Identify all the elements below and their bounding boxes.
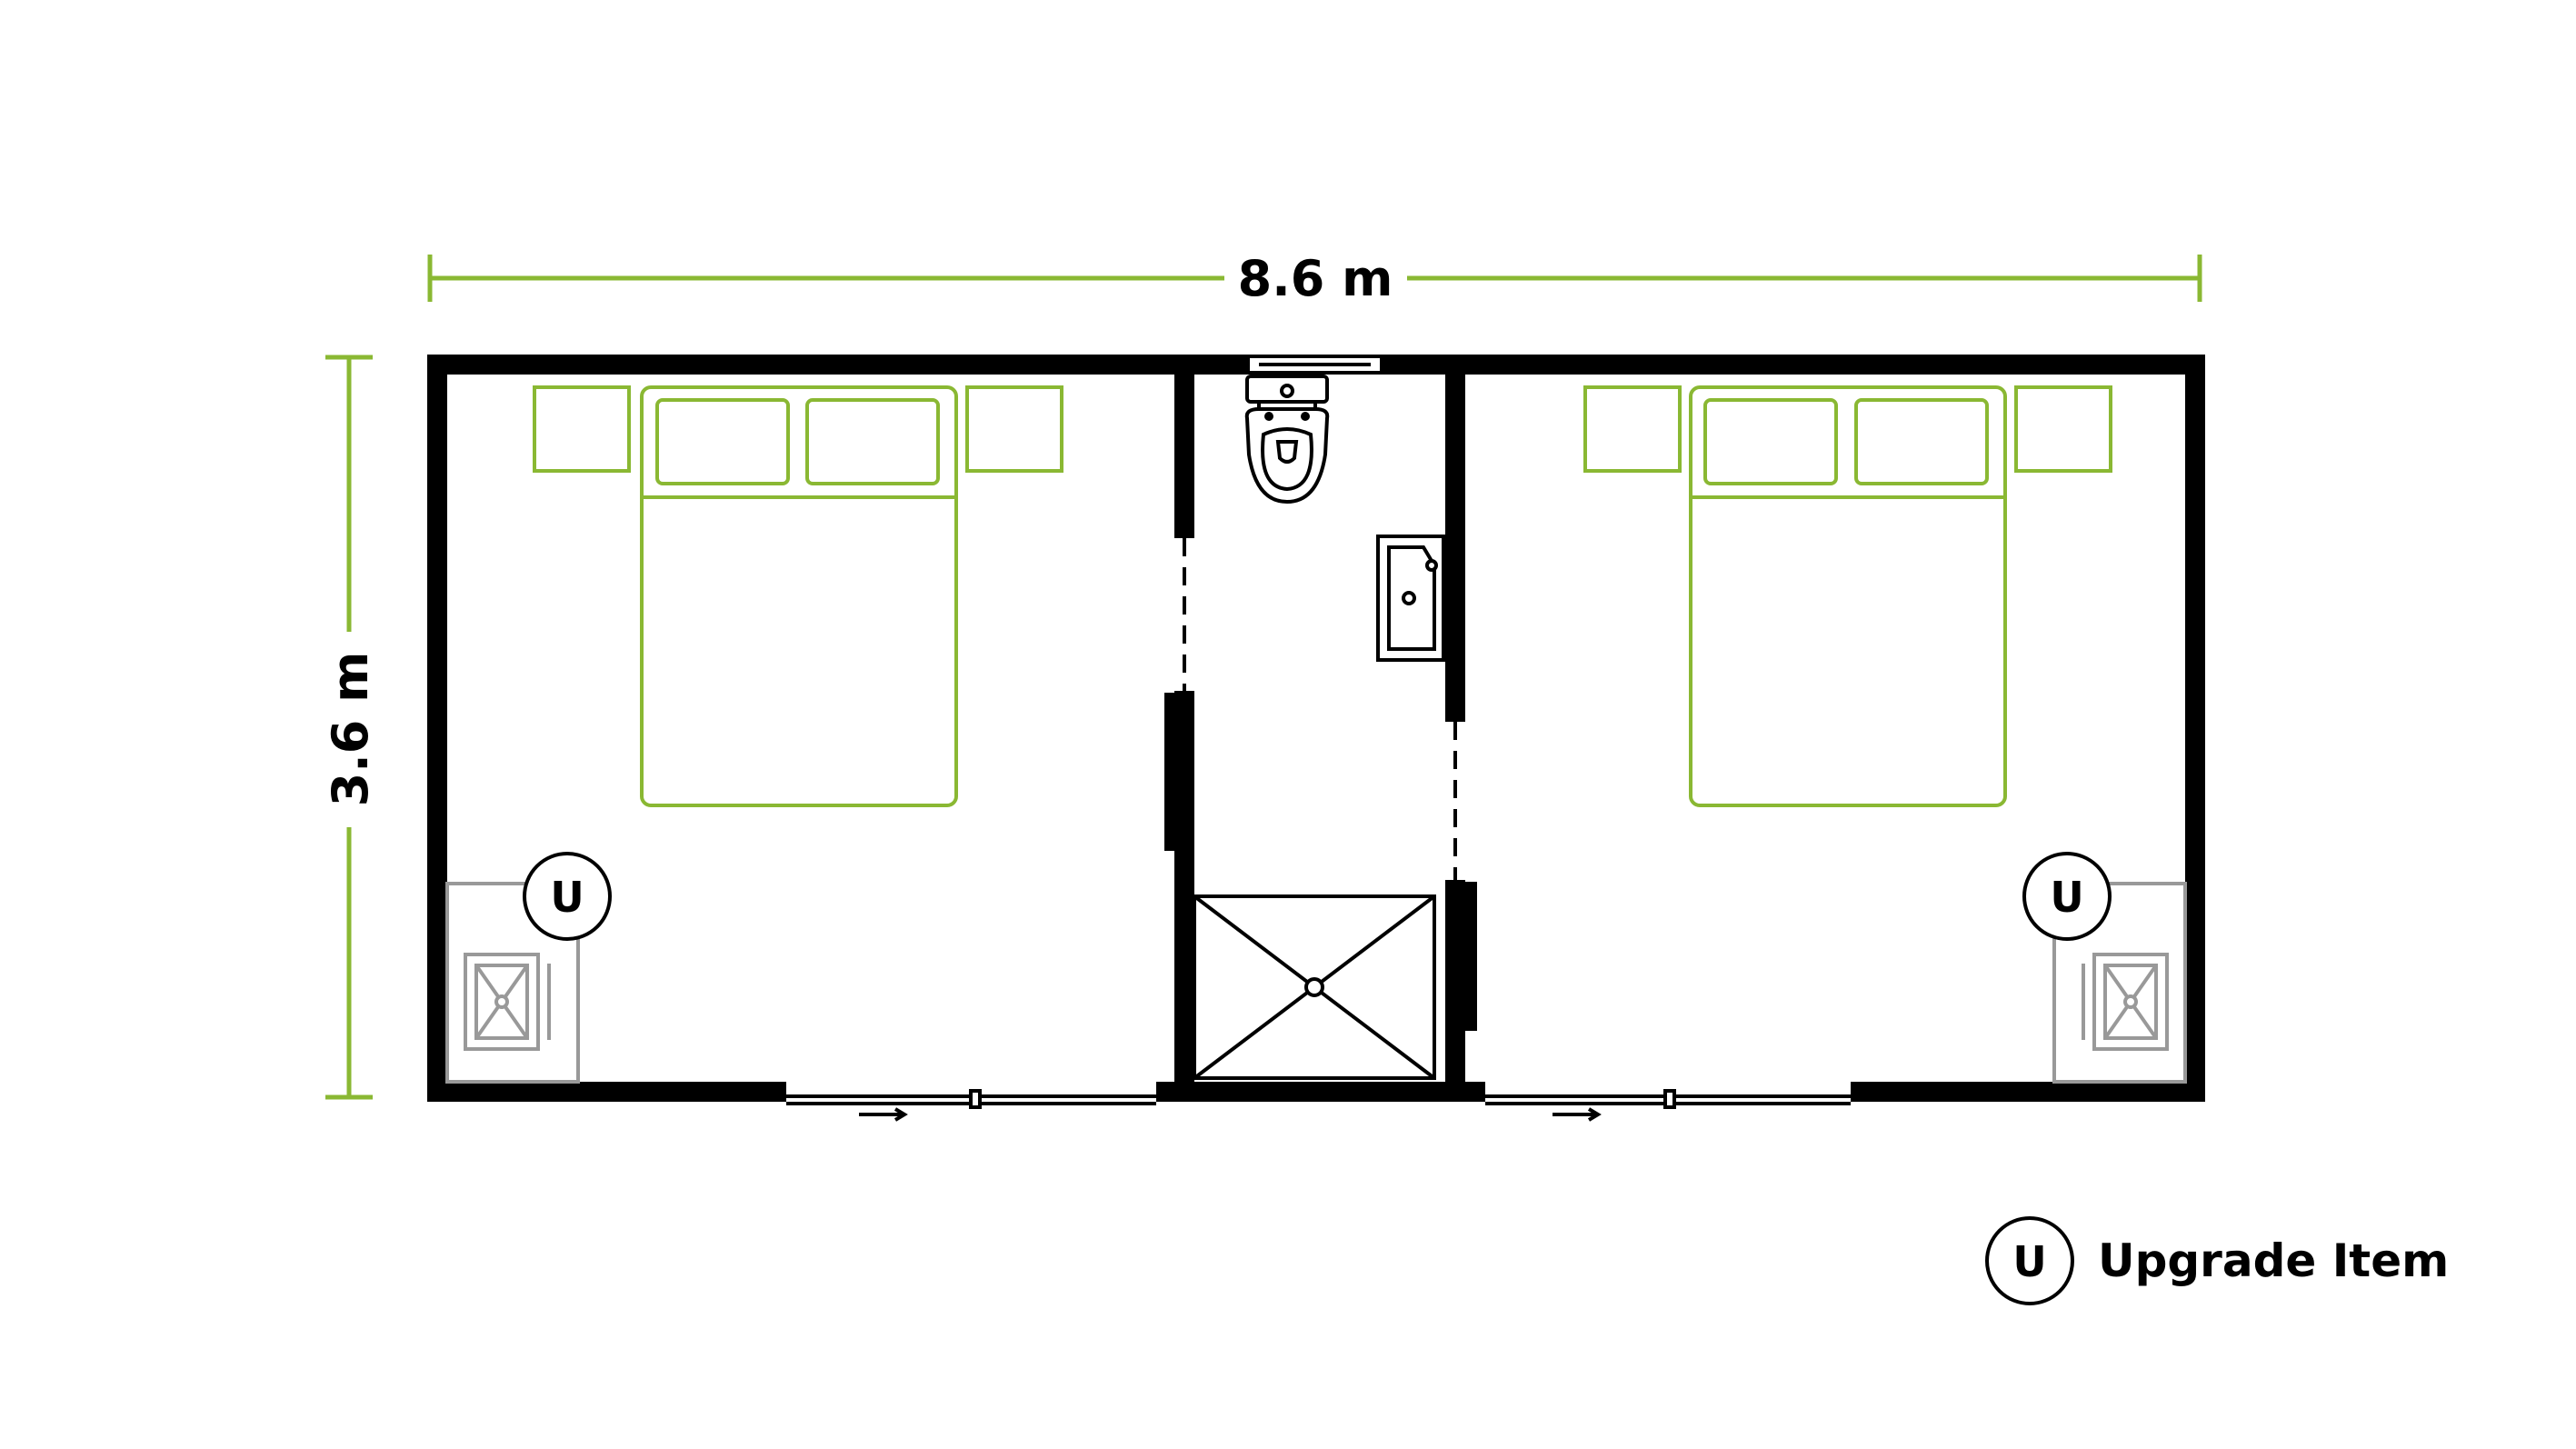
left-wall <box>427 355 447 1102</box>
bed-frame-right <box>1689 385 2007 807</box>
nightstand-left-a <box>533 385 631 473</box>
bath-left-wall-lower <box>1174 691 1194 1082</box>
upgrade-badge-left-letter: U <box>550 873 584 922</box>
bed-left <box>533 385 1063 807</box>
legend-symbol-letter: U <box>2012 1237 2046 1286</box>
upgrade-sink-right <box>2052 882 2187 1084</box>
window <box>1246 355 1383 375</box>
pillow-right-b <box>1854 398 1989 485</box>
door-openings <box>1183 538 1457 880</box>
bath-right-wall-lower <box>1445 880 1465 1082</box>
top-wall-right <box>1382 355 2205 375</box>
width-dimension-label: 8.6 m <box>1238 250 1393 307</box>
walls <box>427 355 2205 1102</box>
width-dimension <box>427 255 2202 302</box>
bath-right-wall-upper <box>1445 375 1465 722</box>
upgrade-badge-left: U <box>523 852 612 941</box>
bed-right <box>1583 385 2112 807</box>
nightstand-right-b <box>2014 385 2112 473</box>
sliding-door-right <box>1485 1089 1851 1122</box>
toilet-icon <box>1244 375 1330 505</box>
legend-symbol <box>1985 1216 2074 1305</box>
height-dimension <box>325 355 373 1100</box>
bath-left-wall-upper <box>1174 375 1194 538</box>
top-wall-left <box>427 355 1248 375</box>
pillow-left-b <box>805 398 940 485</box>
bottom-wall-right <box>1851 1082 2205 1102</box>
pillow-left-a <box>655 398 790 485</box>
sliding-door-left <box>786 1089 1156 1122</box>
bed-frame-left <box>640 385 958 807</box>
partition-doors <box>1164 693 1477 1031</box>
pillow-right-a <box>1703 398 1838 485</box>
upgrade-badge-right: U <box>2022 852 2112 941</box>
sink-icon <box>1376 535 1445 662</box>
shower-icon <box>1193 894 1436 1080</box>
right-wall <box>2185 355 2205 1102</box>
legend-label: Upgrade Item <box>2098 1234 2449 1287</box>
legend: U Upgrade Item <box>1985 1216 2449 1305</box>
height-dimension-label: 3.6 m <box>322 652 379 807</box>
bottom-wall-center <box>1156 1082 1485 1102</box>
nightstand-left-b <box>965 385 1063 473</box>
bottom-wall-left <box>427 1082 786 1102</box>
nightstand-right-a <box>1583 385 1682 473</box>
upgrade-badge-right-letter: U <box>2050 873 2083 922</box>
